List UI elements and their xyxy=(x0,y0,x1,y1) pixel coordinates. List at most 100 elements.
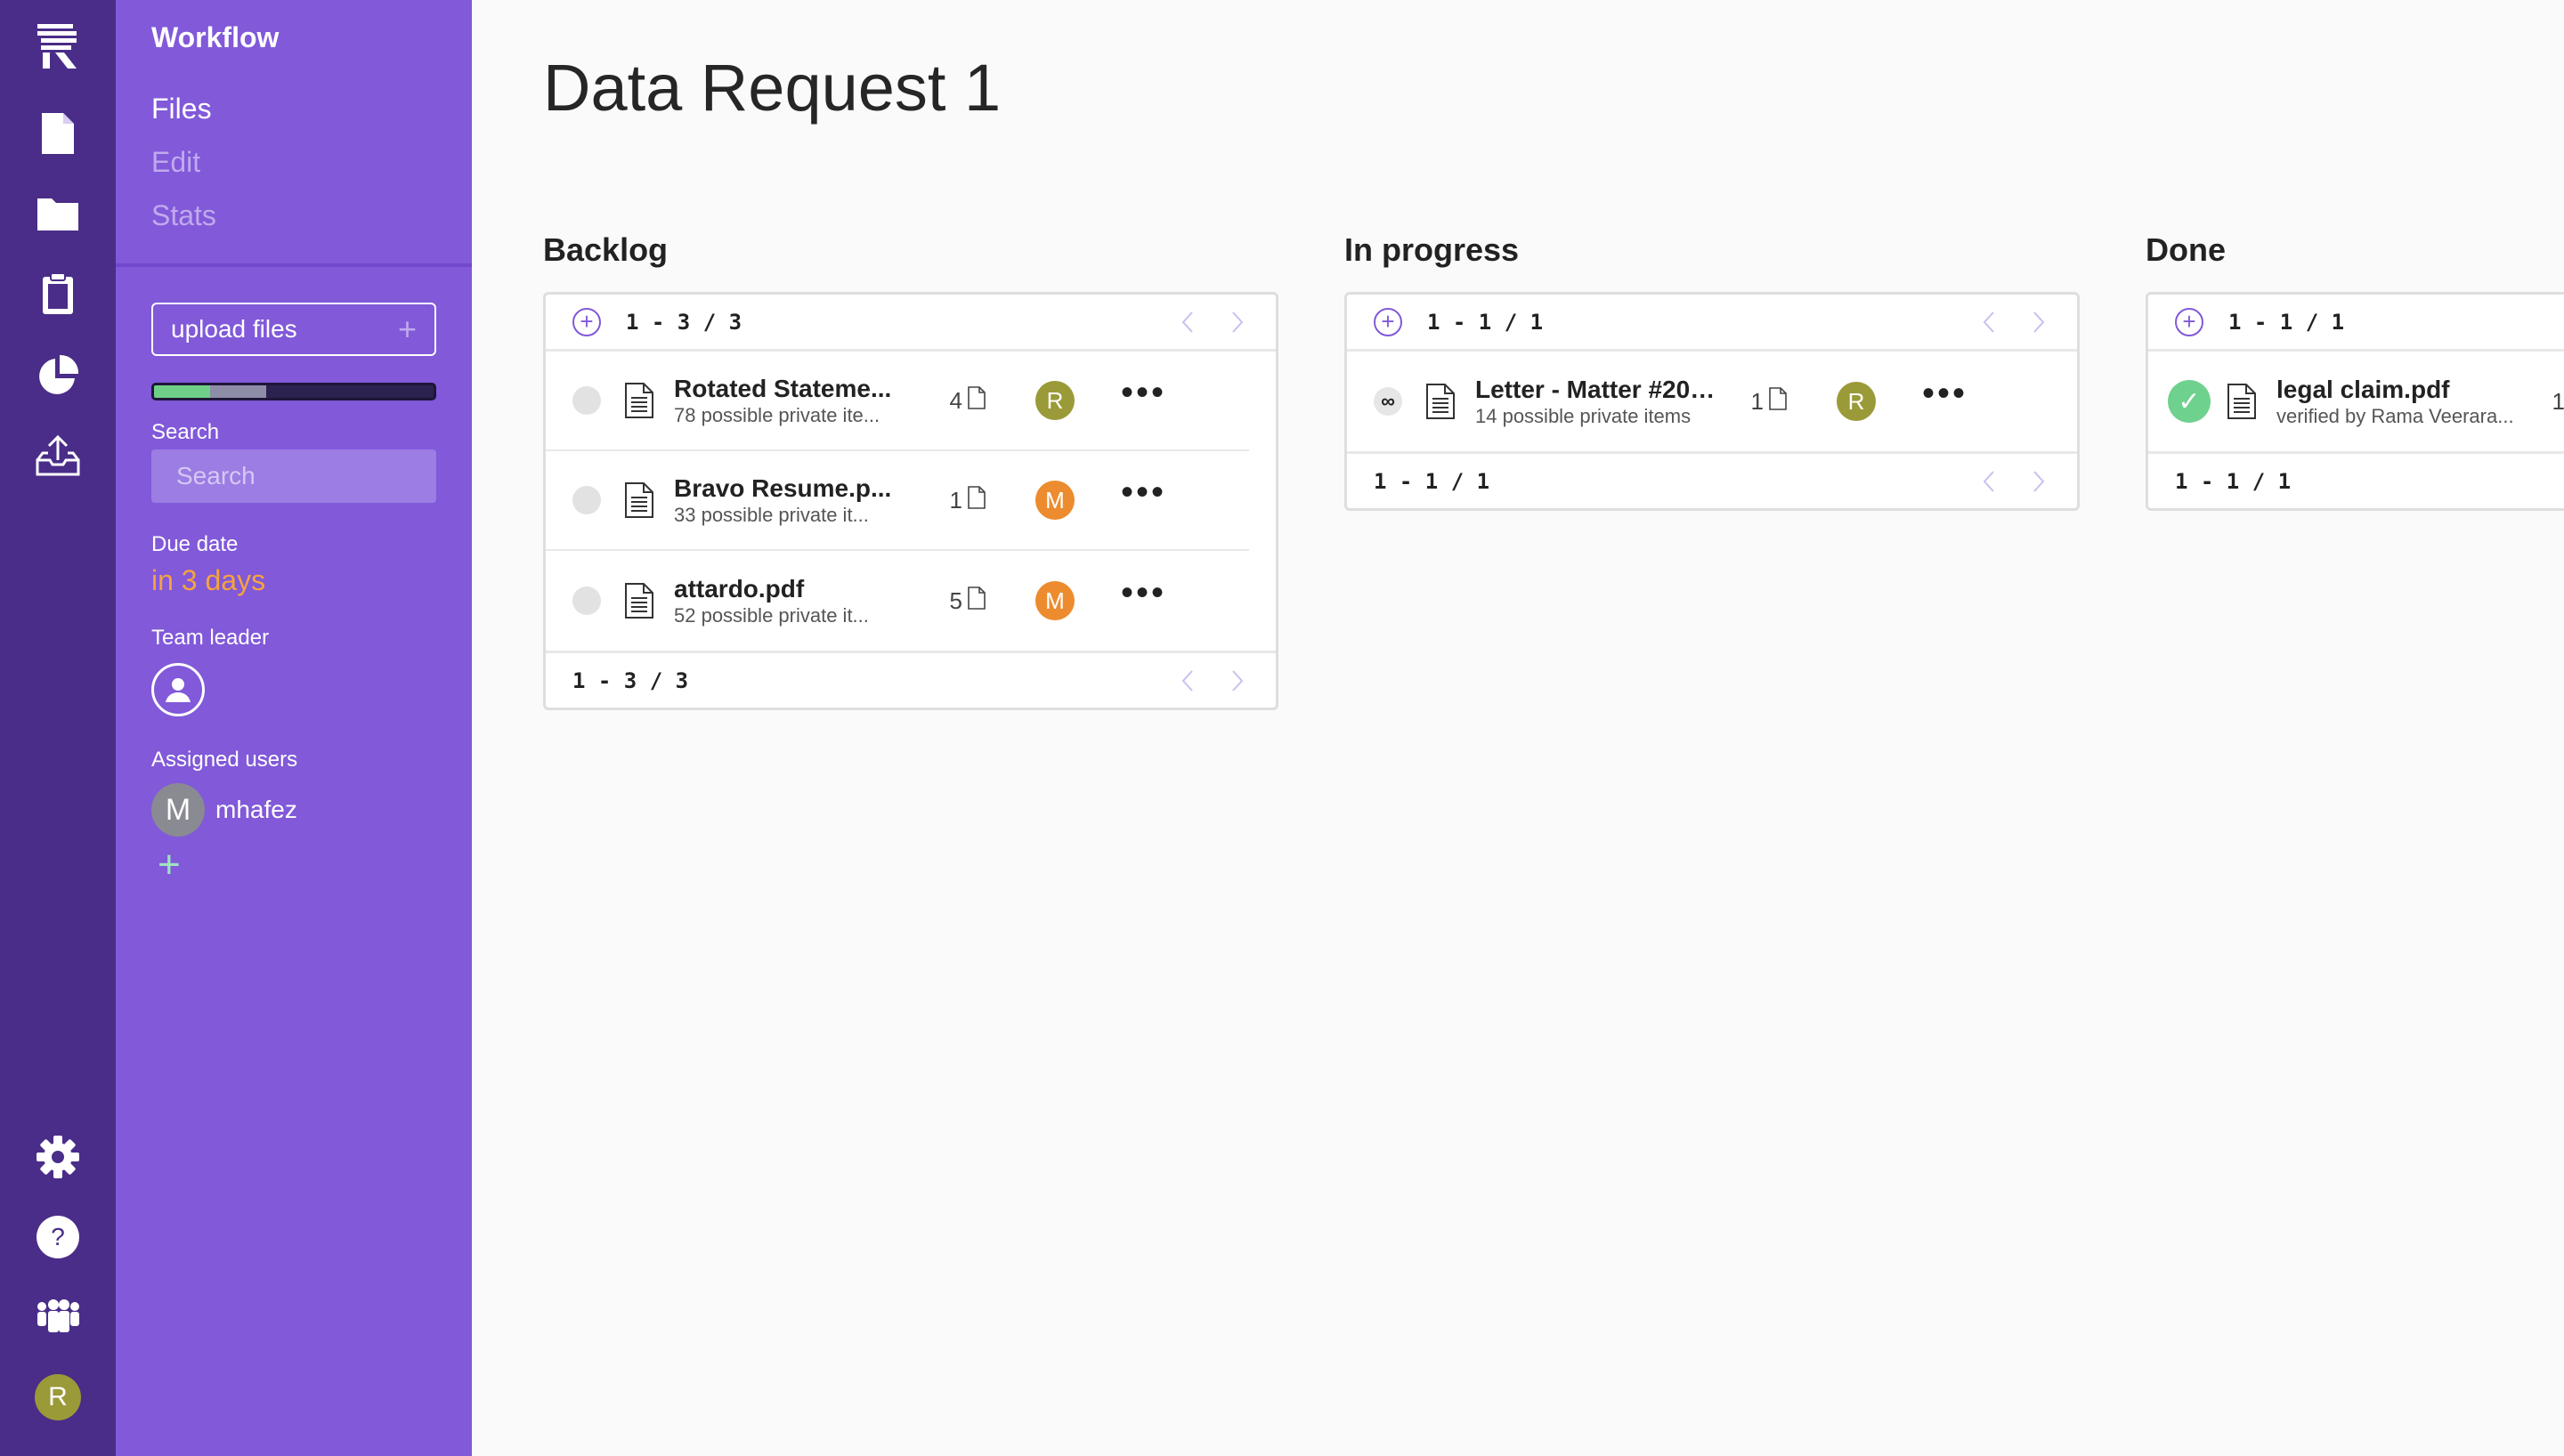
column-title: Done xyxy=(2146,231,2226,268)
upload-progress-bar xyxy=(151,383,436,400)
item-range-top: 1 - 1 / 1 xyxy=(2228,309,2345,335)
column-card: + 1 - 1 / 1 ∞ Letter - Matter #201... 14… xyxy=(1344,292,2080,511)
card-header: + 1 - 3 / 3 xyxy=(546,295,1276,352)
item-range-top: 1 - 3 / 3 xyxy=(626,309,742,335)
document-icon xyxy=(624,582,654,619)
panel-title: Workflow xyxy=(151,21,280,53)
prev-page-icon[interactable] xyxy=(1977,309,2000,336)
page-count: 5 xyxy=(914,586,986,616)
file-subtitle: 52 possible private it... xyxy=(674,603,869,627)
page-count: 4 xyxy=(914,385,986,416)
assigned-user[interactable]: M mhafez xyxy=(151,783,297,837)
prev-page-icon[interactable] xyxy=(1176,667,1199,694)
due-date-label: Due date xyxy=(151,532,239,556)
card-footer: 1 - 3 / 3 xyxy=(546,651,1276,708)
add-item-icon[interactable]: + xyxy=(2175,307,2203,336)
file-subtitle: 14 possible private items xyxy=(1475,404,1692,427)
assignee-avatar[interactable]: R xyxy=(1035,381,1075,420)
verified-check-icon[interactable]: ✓ xyxy=(2168,380,2211,423)
pager xyxy=(1176,667,1249,694)
upload-files-button[interactable]: upload files + xyxy=(151,303,436,356)
page-count-value: 1 xyxy=(1750,387,1764,415)
assigned-user-name: mhafez xyxy=(215,796,297,823)
plus-icon: + xyxy=(397,311,417,347)
more-options-icon[interactable]: ••• xyxy=(1121,373,1167,412)
progress-complete xyxy=(154,385,210,398)
team-leader-avatar[interactable] xyxy=(151,663,205,716)
file-icon[interactable] xyxy=(31,107,85,160)
card-footer: 1 - 1 / 1 xyxy=(1347,451,2077,508)
page-count-value: 1 xyxy=(2552,387,2564,415)
nav-files[interactable]: Files xyxy=(151,93,212,125)
next-page-icon[interactable] xyxy=(1226,667,1249,694)
link-status-icon[interactable]: ∞ xyxy=(1374,387,1402,416)
nav-stats[interactable]: Stats xyxy=(151,199,216,231)
file-name[interactable]: Rotated Stateme... xyxy=(674,374,892,402)
user-avatar[interactable]: R xyxy=(31,1371,85,1424)
page-icon xyxy=(968,385,986,416)
help-icon[interactable]: ? xyxy=(31,1210,85,1264)
status-toggle[interactable] xyxy=(572,486,601,514)
add-item-icon[interactable]: + xyxy=(572,307,601,336)
workflow-panel: Workflow Files Edit Stats upload files +… xyxy=(116,0,472,1456)
item-range-bottom: 1 - 1 / 1 xyxy=(2175,468,2292,494)
file-name[interactable]: legal claim.pdf xyxy=(2276,375,2450,403)
item-range-bottom: 1 - 3 / 3 xyxy=(572,667,689,693)
more-options-icon[interactable]: ••• xyxy=(1121,473,1167,512)
column-card: + 1 - 1 / 1 ✓ legal claim.pdf verified b… xyxy=(2146,292,2564,511)
add-item-icon[interactable]: + xyxy=(1374,307,1402,336)
column-2: Done + 1 - 1 / 1 ✓ legal claim.pdf verif… xyxy=(2146,231,2564,511)
document-icon xyxy=(624,481,654,519)
file-name[interactable]: Letter - Matter #201... xyxy=(1475,375,1716,403)
page-count: 1 xyxy=(914,485,986,515)
pie-chart-icon[interactable] xyxy=(31,349,85,402)
next-page-icon[interactable] xyxy=(2027,309,2050,336)
due-date-value: in 3 days xyxy=(151,564,266,596)
column-0: Backlog + 1 - 3 / 3 Rotated Stateme... 7… xyxy=(543,231,1278,710)
add-user-button[interactable]: + xyxy=(158,843,181,886)
next-page-icon[interactable] xyxy=(1226,309,1249,336)
nav-edit[interactable]: Edit xyxy=(151,146,201,178)
status-toggle[interactable] xyxy=(572,586,601,615)
file-row[interactable]: attardo.pdf 52 possible private it... 5 … xyxy=(546,551,1249,651)
file-row[interactable]: ✓ legal claim.pdf verified by Rama Veera… xyxy=(2148,352,2564,451)
file-row[interactable]: ∞ Letter - Matter #201... 14 possible pr… xyxy=(1347,352,2050,451)
more-options-icon[interactable]: ••• xyxy=(1121,573,1167,612)
prev-page-icon[interactable] xyxy=(1977,468,2000,495)
file-row[interactable]: Rotated Stateme... 78 possible private i… xyxy=(546,352,1249,451)
next-page-icon[interactable] xyxy=(2027,468,2050,495)
upload-tray-icon[interactable] xyxy=(31,429,85,482)
progress-pending xyxy=(209,385,266,398)
team-leader-label: Team leader xyxy=(151,626,270,650)
prev-page-icon[interactable] xyxy=(1176,309,1199,336)
column-title: Backlog xyxy=(543,231,669,268)
status-toggle[interactable] xyxy=(572,386,601,415)
person-icon xyxy=(166,678,191,702)
page-icon xyxy=(968,485,986,515)
file-name[interactable]: attardo.pdf xyxy=(674,574,805,603)
more-options-icon[interactable]: ••• xyxy=(1922,374,1968,413)
assignee-avatar[interactable]: R xyxy=(1837,382,1876,421)
search-input[interactable] xyxy=(151,449,436,503)
gear-icon[interactable] xyxy=(31,1130,85,1184)
item-range-top: 1 - 1 / 1 xyxy=(1427,309,1544,335)
logo-icon[interactable] xyxy=(31,20,85,73)
pager xyxy=(1176,309,1249,336)
folder-icon[interactable] xyxy=(31,187,85,240)
page-count-value: 4 xyxy=(949,386,962,414)
assignee-avatar[interactable]: M xyxy=(1035,481,1075,520)
clipboard-icon[interactable] xyxy=(31,267,85,320)
column-card: + 1 - 3 / 3 Rotated Stateme... 78 possib… xyxy=(543,292,1278,710)
assignee-avatar[interactable]: M xyxy=(1035,581,1075,620)
team-icon[interactable] xyxy=(31,1290,85,1344)
file-list: ∞ Letter - Matter #201... 14 possible pr… xyxy=(1347,352,2077,451)
pager xyxy=(1977,309,2050,336)
search-label: Search xyxy=(151,420,220,444)
page-title: Data Request 1 xyxy=(543,51,1002,125)
assigned-users-label: Assigned users xyxy=(151,748,298,772)
file-name[interactable]: Bravo Resume.p... xyxy=(674,473,892,502)
avatar: M xyxy=(151,783,205,837)
file-row[interactable]: Bravo Resume.p... 33 possible private it… xyxy=(546,451,1249,551)
file-subtitle: verified by Rama Veerara... xyxy=(2276,404,2514,427)
column-1: In progress + 1 - 1 / 1 ∞ Letter - Matte… xyxy=(1344,231,2080,511)
